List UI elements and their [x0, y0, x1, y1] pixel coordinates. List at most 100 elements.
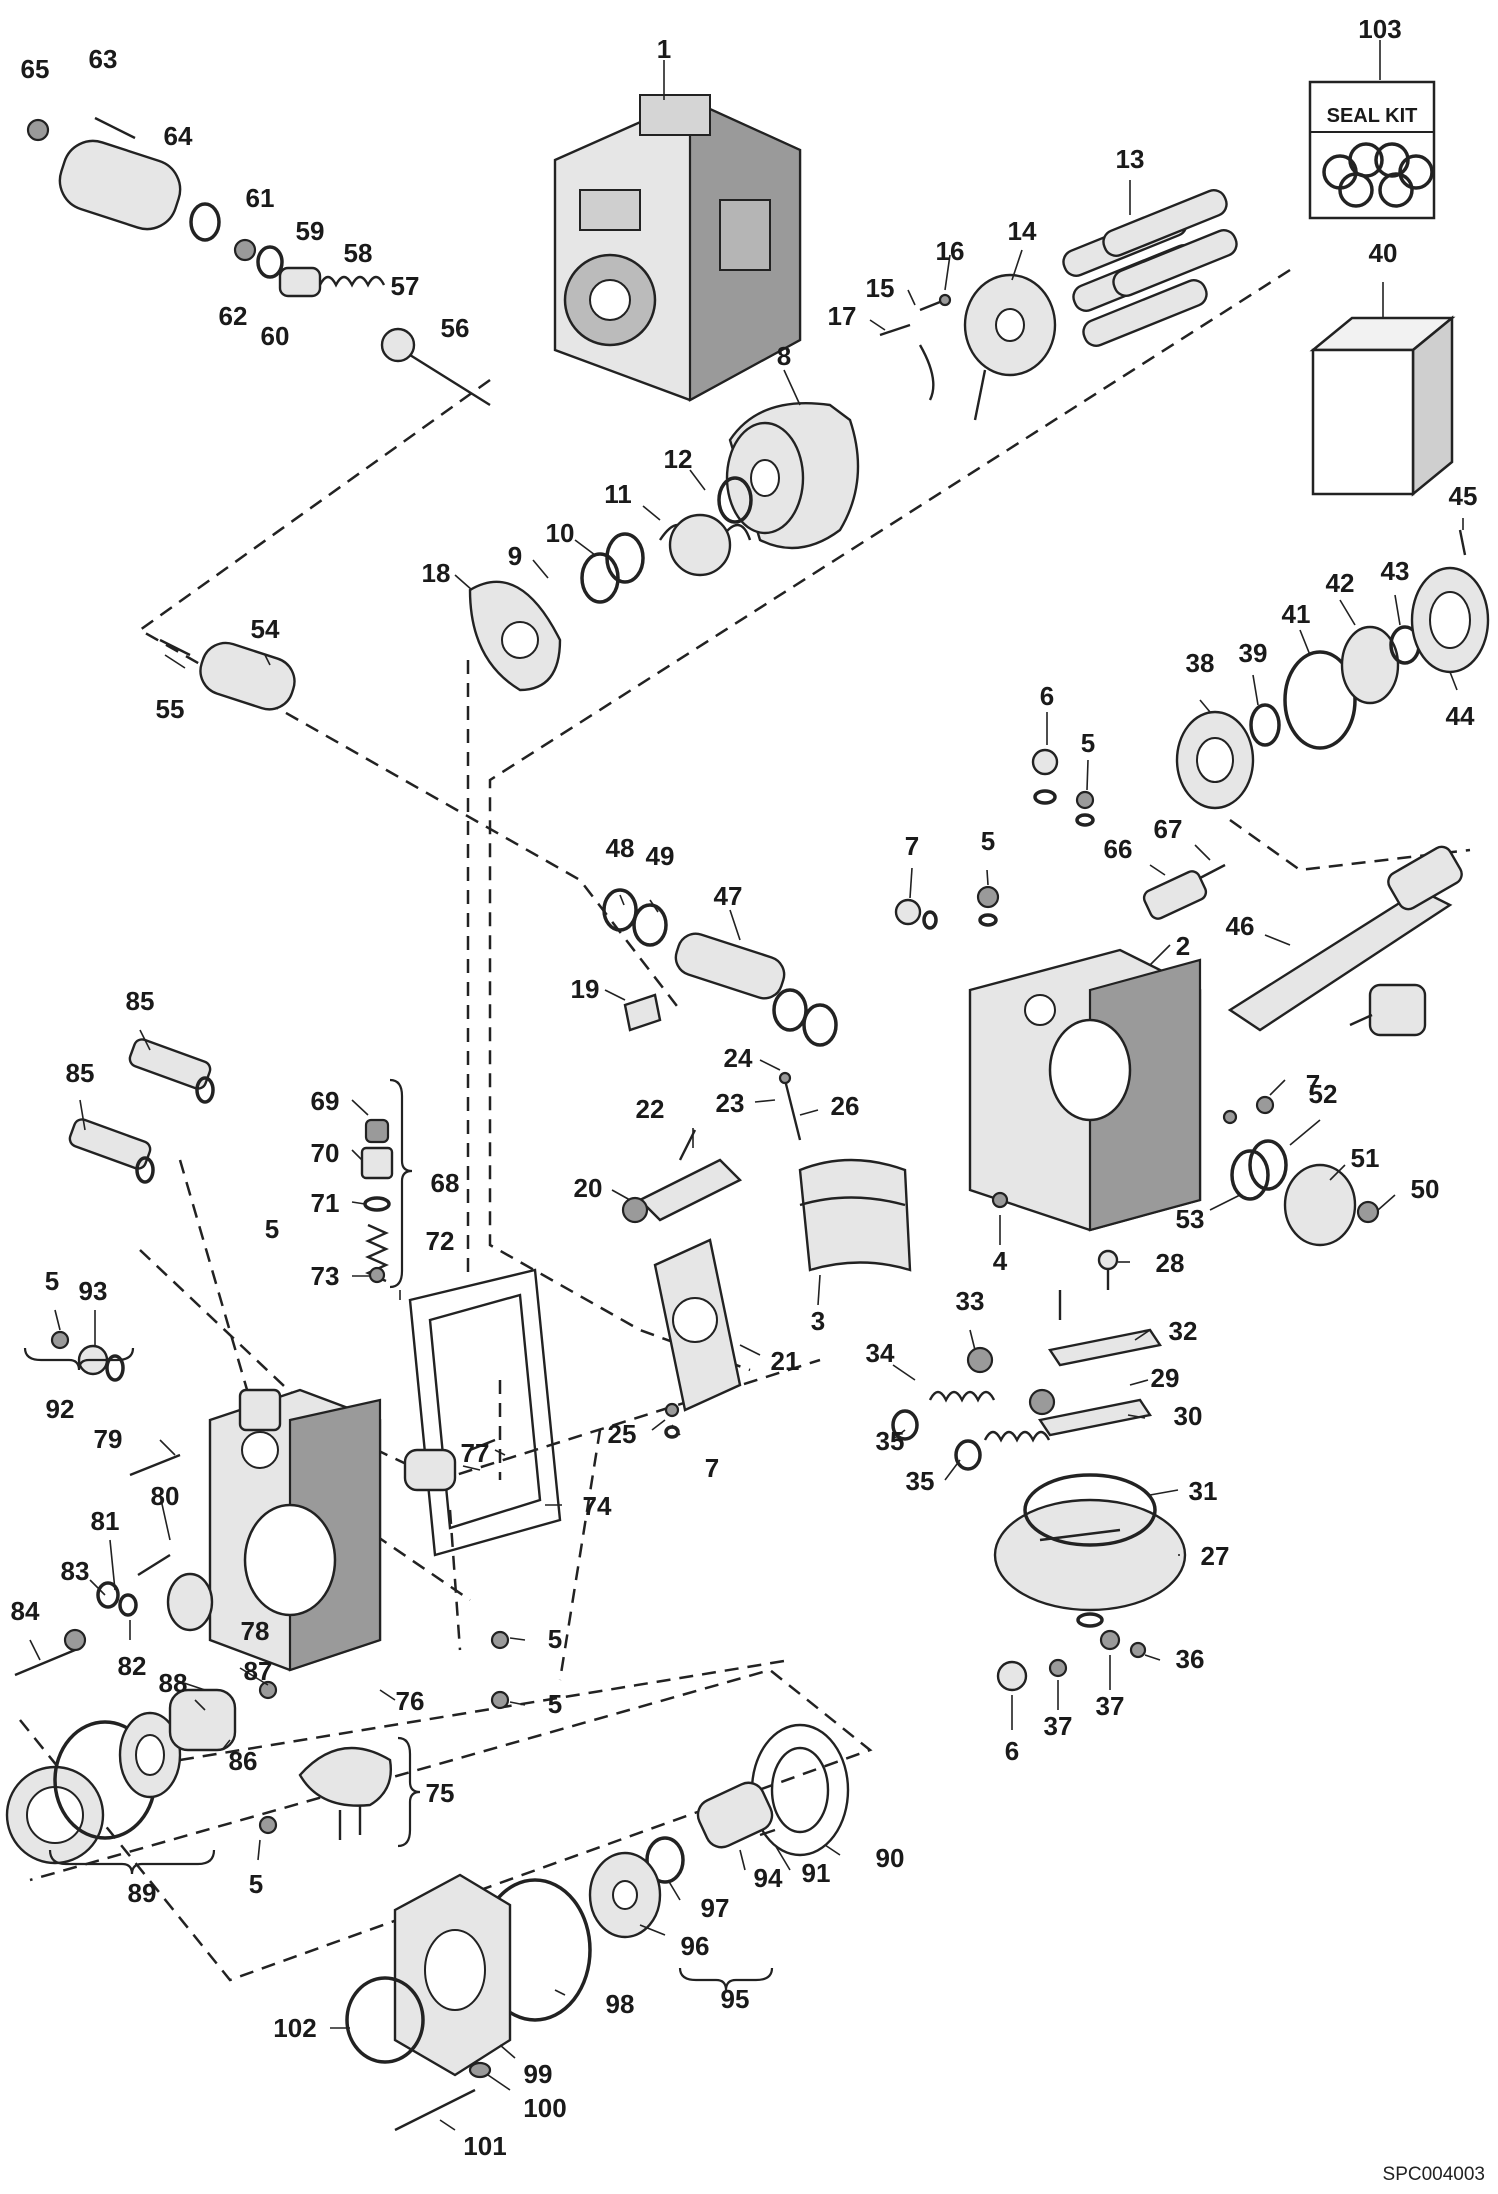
- callout-42: 42: [1326, 568, 1355, 598]
- callout-82: 82: [118, 1651, 147, 1681]
- callout-97: 97: [701, 1893, 730, 1923]
- callout-53: 53: [1176, 1204, 1205, 1234]
- callout-75: 75: [426, 1778, 455, 1808]
- small-hardware-topleft: [26, 116, 491, 657]
- box-icon: [1309, 315, 1456, 497]
- callout-88: 88: [159, 1668, 188, 1698]
- callout-56: 56: [441, 313, 470, 343]
- callout-89: 89: [128, 1878, 157, 1908]
- spring-icon: [659, 513, 752, 577]
- callout-87: 87: [244, 1656, 273, 1686]
- callout-60: 60: [261, 321, 290, 351]
- callout-15: 15: [866, 273, 895, 303]
- servo-sleeve-icon: [58, 139, 296, 711]
- seal-kit-icon: SEAL KIT: [1308, 80, 1436, 220]
- callout-24: 24: [724, 1043, 753, 1073]
- charge-check-valve-icon: [1230, 1139, 1380, 1247]
- swash-plate-icon: [468, 580, 562, 692]
- callout-37a: 37: [1044, 1711, 1073, 1741]
- callout-52: 52: [1309, 1079, 1338, 1109]
- callout-73: 73: [311, 1261, 340, 1291]
- callout-40: 40: [1369, 238, 1398, 268]
- callout-14: 14: [1008, 216, 1037, 246]
- callout-5e: 5: [548, 1624, 562, 1654]
- callout-27: 27: [1201, 1541, 1230, 1571]
- end-cap-hardware-icons: [996, 1612, 1147, 1692]
- callout-94: 94: [754, 1863, 783, 1893]
- housing-icon: [968, 948, 1202, 1232]
- callout-4: 4: [993, 1246, 1008, 1276]
- callout-17: 17: [828, 301, 857, 331]
- callout-50: 50: [1411, 1174, 1440, 1204]
- callout-18: 18: [422, 558, 451, 588]
- callout-100: 100: [523, 2093, 566, 2123]
- end-cap-icon: [993, 1473, 1187, 1612]
- auxiliary-pump-icon: [345, 1723, 850, 2132]
- callout-65: 65: [21, 54, 50, 84]
- callout-63: 63: [89, 44, 118, 74]
- callout-37b: 37: [1096, 1691, 1125, 1721]
- callout-7a: 7: [905, 831, 919, 861]
- callout-26: 26: [831, 1091, 860, 1121]
- callout-101: 101: [463, 2131, 506, 2161]
- callout-16: 16: [936, 236, 965, 266]
- callout-28: 28: [1156, 1248, 1185, 1278]
- callout-7b: 7: [1306, 1069, 1320, 1099]
- callout-33: 33: [956, 1286, 985, 1316]
- small-hardware-top: [879, 293, 952, 401]
- callout-79: 79: [94, 1424, 123, 1454]
- callout-69: 69: [311, 1086, 340, 1116]
- callout-9: 9: [508, 541, 522, 571]
- callout-64: 64: [164, 121, 193, 151]
- callout-98: 98: [606, 1989, 635, 2019]
- callout-5g: 5: [249, 1869, 263, 1899]
- drive-shaft-icon: [1227, 845, 1463, 1032]
- flange-plate-icon: [653, 1238, 742, 1412]
- retainer-plate-icon: [963, 273, 1057, 421]
- callout-51: 51: [1351, 1143, 1380, 1173]
- callout-86: 86: [229, 1746, 258, 1776]
- callout-38: 38: [1186, 648, 1215, 678]
- callout-46: 46: [1226, 911, 1255, 941]
- callout-20: 20: [574, 1173, 603, 1203]
- callout-31: 31: [1189, 1476, 1218, 1506]
- callout-83: 83: [61, 1556, 90, 1586]
- callout-85a: 85: [126, 986, 155, 1016]
- callout-103: 103: [1358, 14, 1401, 44]
- cylinder-block-icon: [725, 401, 860, 550]
- callout-10: 10: [546, 518, 575, 548]
- callout-96: 96: [681, 1931, 710, 1961]
- callout-90: 90: [876, 1843, 905, 1873]
- feedback-link-icon: [621, 1071, 802, 1224]
- callout-72: 72: [426, 1226, 455, 1256]
- callout-102: 102: [273, 2013, 316, 2043]
- callout-91: 91: [802, 1858, 831, 1888]
- charge-pump-icon: [5, 1688, 237, 1865]
- callout-49: 49: [646, 841, 675, 871]
- callout-23: 23: [716, 1088, 745, 1118]
- callout-13: 13: [1116, 144, 1145, 174]
- callout-85b: 85: [66, 1058, 95, 1088]
- callout-5d: 5: [45, 1266, 59, 1296]
- callout-67: 67: [1154, 814, 1183, 844]
- valve-icon: [1349, 983, 1427, 1037]
- callout-45: 45: [1449, 481, 1478, 511]
- callout-84: 84: [11, 1596, 40, 1626]
- callout-93: 93: [79, 1276, 108, 1306]
- pressure-valve-icons: [68, 1038, 215, 1184]
- pistons-icon: [1062, 189, 1238, 347]
- callout-25: 25: [608, 1419, 637, 1449]
- leader-lines: [29, 40, 1464, 2131]
- callout-76: 76: [396, 1686, 425, 1716]
- callout-8: 8: [777, 341, 791, 371]
- callout-61: 61: [246, 183, 275, 213]
- callout-99: 99: [524, 2059, 553, 2089]
- callout-11: 11: [604, 479, 632, 509]
- callout-22: 22: [636, 1094, 665, 1124]
- callout-21: 21: [771, 1346, 800, 1376]
- callout-81: 81: [91, 1506, 120, 1536]
- control-piston-icon: [602, 888, 838, 1047]
- callout-59: 59: [296, 216, 325, 246]
- snap-ring-icons: [580, 476, 753, 604]
